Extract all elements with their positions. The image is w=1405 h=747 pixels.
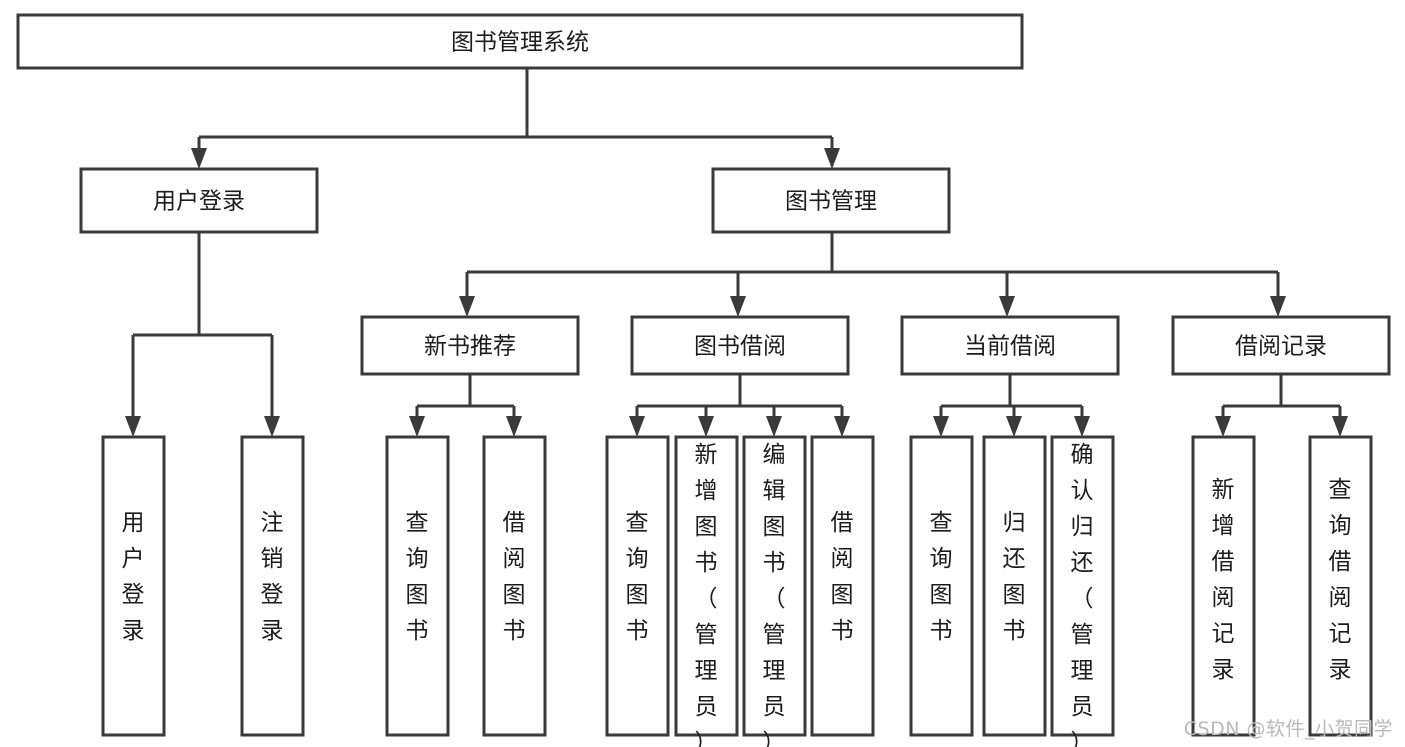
node-leaf-query-book-1-label: 查询图书 [406, 510, 429, 644]
node-leaf-user-logout-box[interactable] [240, 435, 305, 737]
edge-group-book-management [459, 232, 1286, 317]
node-leaf-add-record-box[interactable] [1191, 435, 1256, 737]
node-leaf-return-book-box[interactable] [982, 435, 1047, 737]
node-book-management-box[interactable] [711, 167, 951, 234]
arrow-new-book-l1 [409, 416, 425, 437]
arrow-book-borrow-l3 [766, 416, 782, 437]
node-leaf-query-book-3-label: 查询图书 [930, 510, 953, 644]
node-leaf-edit-book[interactable]: 编辑图书（管理员） [742, 435, 807, 747]
node-current-borrow-box[interactable] [900, 315, 1120, 376]
node-user-login[interactable]: 用户登录 [79, 167, 319, 234]
node-leaf-add-book-box[interactable] [674, 435, 739, 737]
arrow-current-borrow-l2 [1006, 416, 1022, 437]
node-leaf-edit-book-label: 编辑图书（管理员） [763, 442, 786, 747]
edge-group-root [191, 68, 840, 169]
arrow-bm-to-current-borrow [999, 296, 1015, 317]
node-leaf-user-logout-label: 注销登录 [261, 510, 284, 644]
node-leaf-confirm-return-label: 确认归还（管理员） [1071, 442, 1094, 747]
arrow-bm-to-book-borrow [730, 296, 746, 317]
node-book-management-label: 图书管理 [785, 189, 877, 215]
arrow-bm-to-new-book [459, 296, 475, 317]
node-leaf-add-book[interactable]: 新增图书（管理员） [674, 435, 739, 747]
arrow-bm-to-borrow-record [1270, 296, 1286, 317]
node-leaf-add-book-label: 新增图书（管理员） [695, 442, 718, 747]
node-leaf-confirm-return-box[interactable] [1050, 435, 1115, 737]
node-leaf-query-book-2[interactable]: 查询图书 [605, 435, 670, 737]
node-borrow-record-label: 借阅记录 [1235, 334, 1327, 360]
edge-group-book-borrow [629, 374, 850, 437]
node-leaf-borrow-book-2[interactable]: 借阅图书 [810, 435, 875, 737]
node-leaf-borrow-book-2-label: 借阅图书 [831, 510, 854, 644]
node-leaf-add-record[interactable]: 新增借阅记录 [1191, 435, 1256, 737]
csdn-watermark: CSDN @软件_小贺同学 [1183, 718, 1393, 740]
arrow-user-login-l2 [264, 416, 280, 437]
node-leaf-query-book-3-box[interactable] [909, 435, 974, 737]
node-book-borrow-label: 图书借阅 [694, 334, 786, 360]
node-leaf-query-record-box[interactable] [1308, 435, 1373, 737]
node-book-borrow-box[interactable] [630, 315, 850, 376]
node-user-login-box[interactable] [79, 167, 319, 234]
node-leaf-query-book-2-label: 查询图书 [626, 510, 649, 644]
node-leaf-return-book[interactable]: 归还图书 [982, 435, 1047, 737]
arrow-root-to-book-management [824, 148, 840, 169]
node-current-borrow[interactable]: 当前借阅 [900, 315, 1120, 376]
node-root[interactable]: 图书管理系统 [16, 13, 1024, 70]
node-book-management[interactable]: 图书管理 [711, 167, 951, 234]
node-leaf-user-login-label: 用户登录 [122, 510, 145, 644]
node-current-borrow-label: 当前借阅 [964, 334, 1056, 360]
arrow-book-borrow-l1 [629, 416, 645, 437]
node-leaf-borrow-book-2-box[interactable] [810, 435, 875, 737]
node-leaf-return-book-label: 归还图书 [1003, 510, 1026, 644]
node-leaf-query-record-label: 查询借阅记录 [1329, 477, 1352, 683]
node-leaf-user-logout[interactable]: 注销登录 [240, 435, 305, 737]
node-root-box[interactable] [16, 13, 1024, 70]
node-leaf-user-login-box[interactable] [101, 435, 166, 737]
edge-group-borrow-record [1215, 374, 1348, 437]
arrow-current-borrow-l1 [933, 416, 949, 437]
node-borrow-record[interactable]: 借阅记录 [1171, 315, 1391, 376]
node-new-book-recommend-box[interactable] [360, 315, 580, 376]
node-root-label: 图书管理系统 [451, 30, 589, 56]
node-leaf-query-book-1[interactable]: 查询图书 [385, 435, 450, 737]
node-leaf-borrow-book-1-box[interactable] [482, 435, 547, 737]
node-leaf-query-book-1-box[interactable] [385, 435, 450, 737]
node-borrow-record-box[interactable] [1171, 315, 1391, 376]
node-leaf-add-record-label: 新增借阅记录 [1212, 477, 1235, 683]
arrow-new-book-l2 [506, 416, 522, 437]
arrow-borrow-record-l1 [1215, 416, 1231, 437]
node-book-borrow[interactable]: 图书借阅 [630, 315, 850, 376]
node-leaf-query-book-2-box[interactable] [605, 435, 670, 737]
node-user-login-label: 用户登录 [153, 189, 245, 215]
arrow-user-login-l1 [125, 416, 141, 437]
arrow-root-to-user-login [191, 148, 207, 169]
node-leaf-borrow-book-1-label: 借阅图书 [503, 510, 526, 644]
edge-group-user-login [125, 232, 280, 437]
node-leaf-edit-book-box[interactable] [742, 435, 807, 737]
arrow-current-borrow-l3 [1074, 416, 1090, 437]
edge-group-current-borrow [933, 374, 1090, 437]
node-new-book-recommend[interactable]: 新书推荐 [360, 315, 580, 376]
edge-group-new-book-recommend [409, 374, 522, 437]
node-leaf-confirm-return[interactable]: 确认归还（管理员） [1050, 435, 1115, 747]
node-leaf-borrow-book-1[interactable]: 借阅图书 [482, 435, 547, 737]
node-leaf-user-login[interactable]: 用户登录 [101, 435, 166, 737]
node-new-book-recommend-label: 新书推荐 [424, 334, 516, 360]
arrow-book-borrow-l4 [834, 416, 850, 437]
node-leaf-query-record[interactable]: 查询借阅记录 [1308, 435, 1373, 737]
arrow-book-borrow-l2 [698, 416, 714, 437]
node-leaf-query-book-3[interactable]: 查询图书 [909, 435, 974, 737]
arrow-borrow-record-l2 [1332, 416, 1348, 437]
